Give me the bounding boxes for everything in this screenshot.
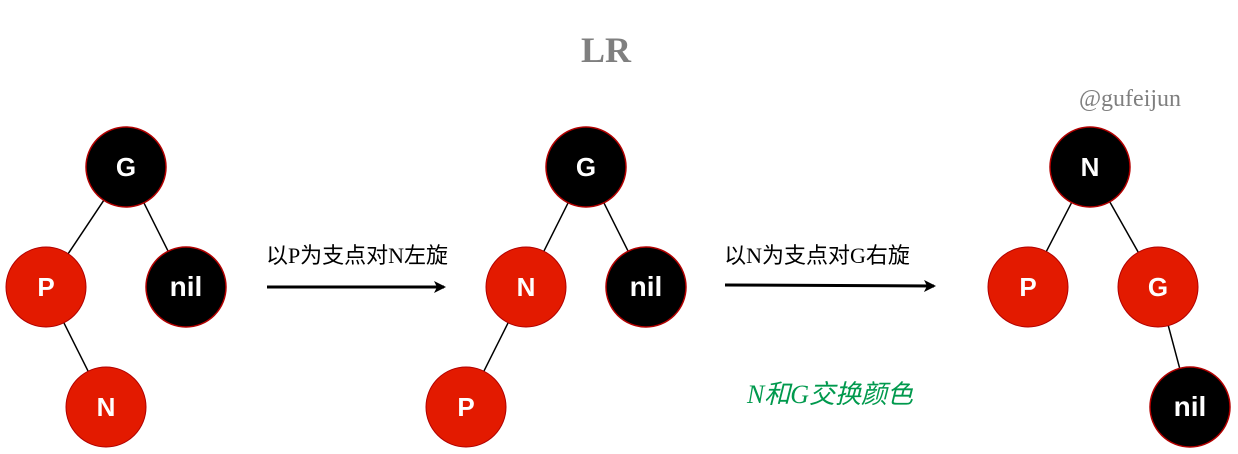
node-label: G <box>116 152 136 182</box>
node-label: G <box>1148 272 1168 302</box>
edge-g-nil <box>603 202 629 252</box>
node-label: P <box>1019 272 1036 302</box>
node-g: G <box>1117 246 1199 328</box>
node-circle <box>987 246 1069 328</box>
node-circle <box>1117 246 1199 328</box>
node-g: G <box>85 126 167 208</box>
node-label: nil <box>630 271 663 302</box>
node-label: P <box>37 272 54 302</box>
node-label: G <box>576 152 596 182</box>
edge-p-n <box>63 322 89 372</box>
edge-g-n <box>543 202 569 252</box>
node-n: N <box>65 366 147 448</box>
node-circle <box>145 246 227 328</box>
step-1-label: 以P为支点对N左旋 <box>266 243 448 268</box>
node-nil: nil <box>145 246 227 328</box>
step-2-arrow <box>724 279 936 292</box>
node-n: N <box>485 246 567 328</box>
color-swap-note: N和G交换颜色 <box>746 380 914 409</box>
edge-n-p <box>483 322 509 372</box>
node-circle <box>5 246 87 328</box>
node-label: nil <box>1174 391 1207 422</box>
edge-g-nil <box>143 202 169 252</box>
node-circle <box>65 366 147 448</box>
node-circle <box>605 246 687 328</box>
node-label: N <box>97 392 116 422</box>
node-g: G <box>545 126 627 208</box>
node-circle <box>1149 366 1231 448</box>
node-n: N <box>1049 126 1131 208</box>
node-label: N <box>1081 152 1100 182</box>
watermark: @gufeijun <box>1079 86 1181 112</box>
node-circle <box>545 126 627 208</box>
edge-g-p <box>67 199 105 255</box>
edge-n-p <box>1045 202 1073 252</box>
node-label: nil <box>170 271 203 302</box>
node-p: P <box>425 366 507 448</box>
node-p: P <box>987 246 1069 328</box>
node-label: N <box>517 272 536 302</box>
diagram-title: LR <box>581 30 632 70</box>
node-circle <box>1049 126 1131 208</box>
node-circle <box>85 126 167 208</box>
edge-g-nil <box>1167 325 1181 369</box>
node-circle <box>485 246 567 328</box>
node-circle <box>425 366 507 448</box>
node-nil: nil <box>1149 366 1231 448</box>
node-p: P <box>5 246 87 328</box>
step-2-label: 以N为支点对G右旋 <box>724 243 910 268</box>
edge-n-g <box>1109 201 1139 253</box>
node-nil: nil <box>605 246 687 328</box>
node-label: P <box>457 392 474 422</box>
